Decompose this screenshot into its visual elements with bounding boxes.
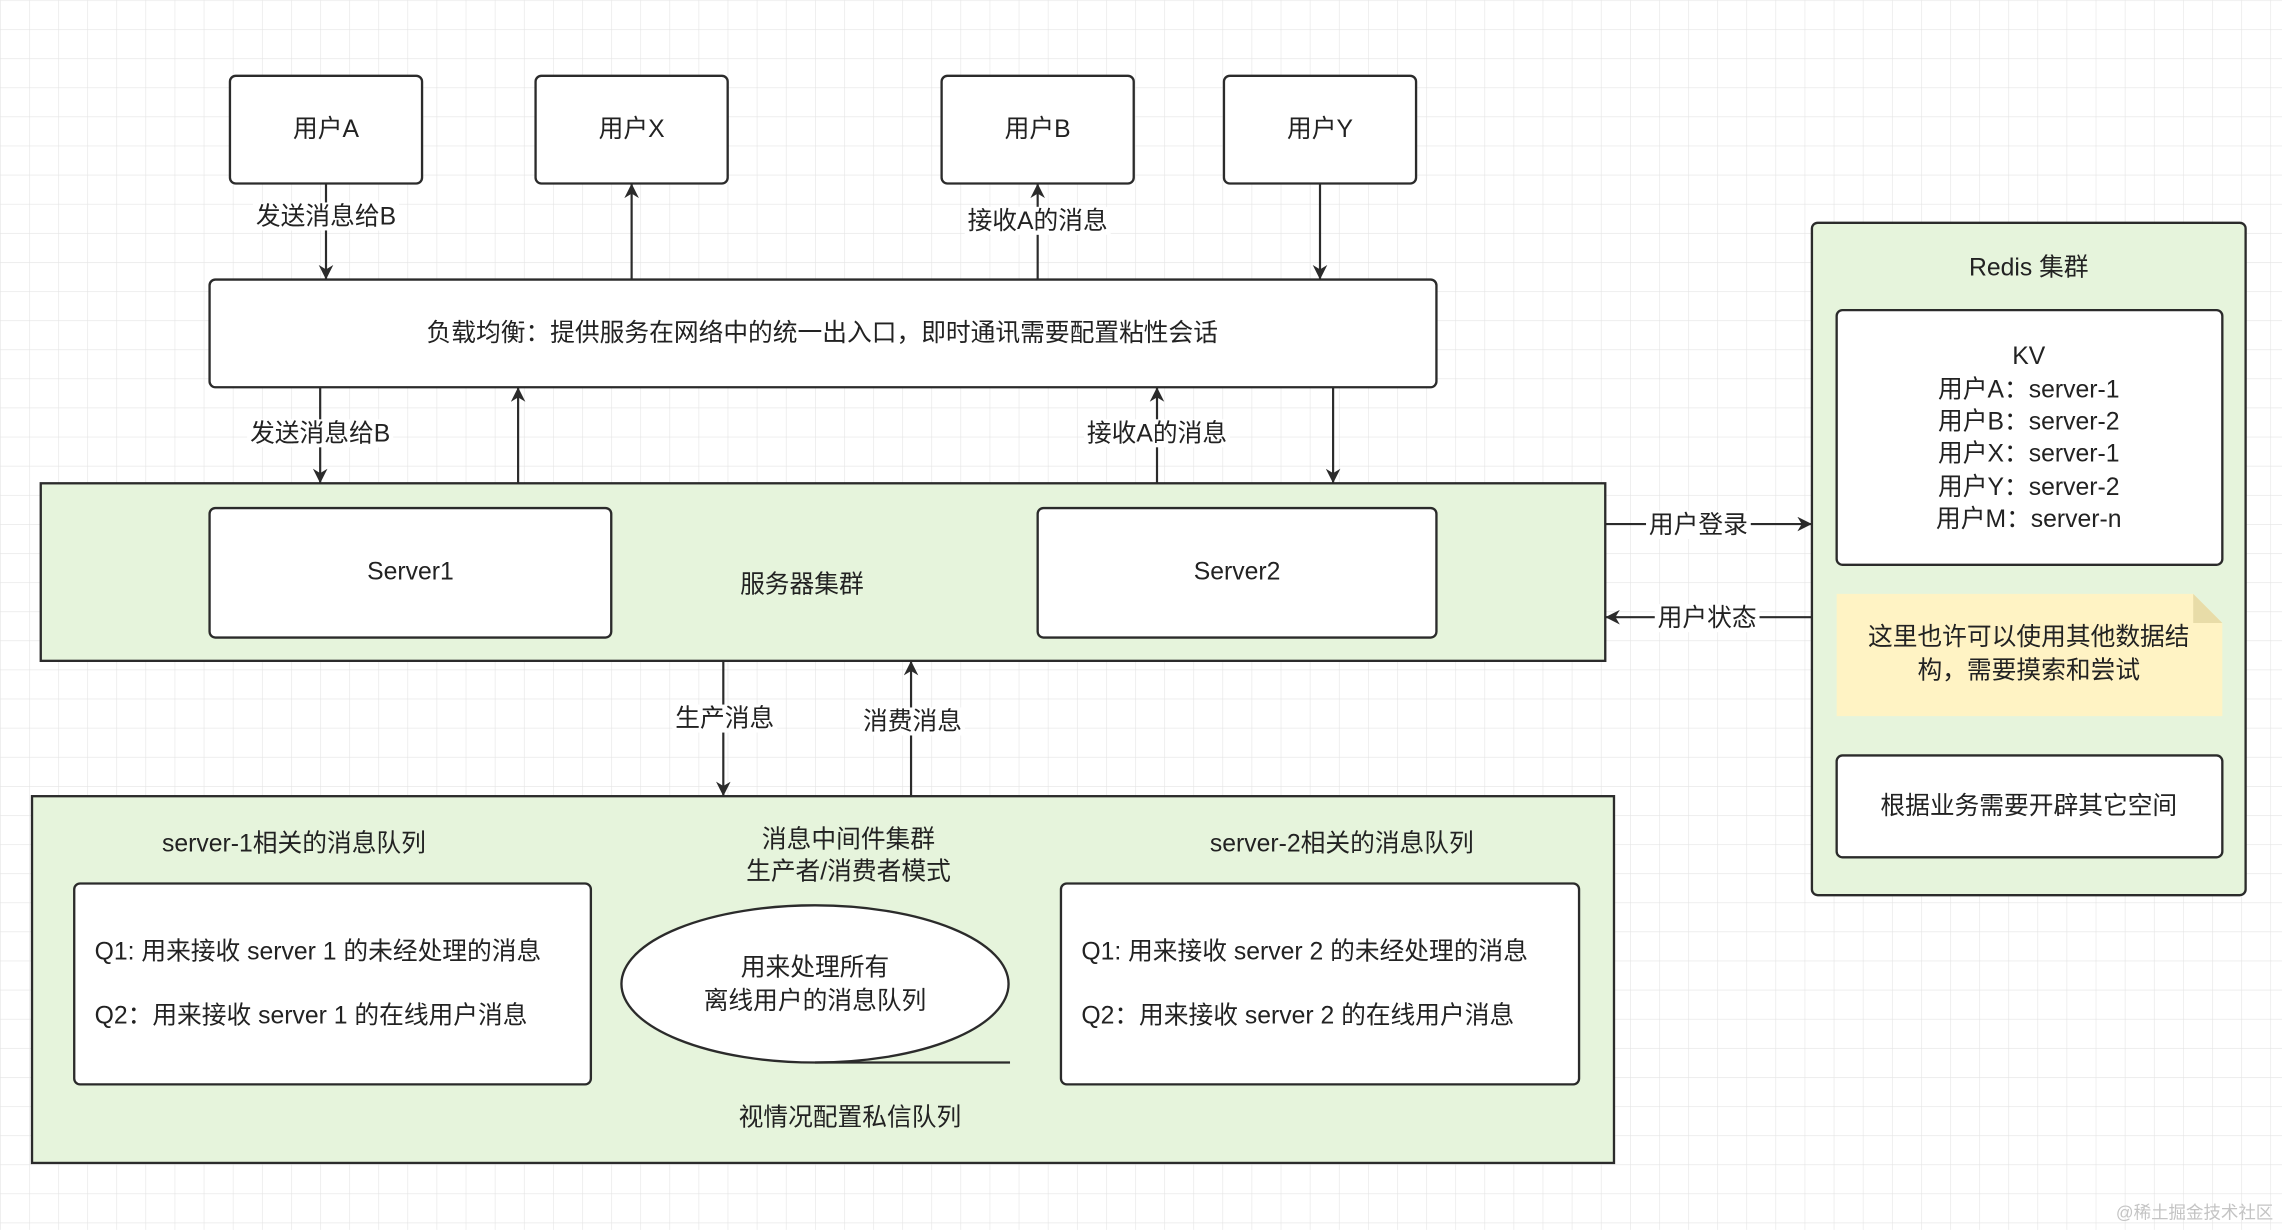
edge-label-login: 用户登录 bbox=[1649, 511, 1748, 539]
offline-queue-node: 用来处理所有 离线用户的消息队列 bbox=[620, 904, 1011, 1064]
edge-label-background bbox=[1646, 510, 1751, 539]
user-b-label: 用户B bbox=[1005, 115, 1071, 143]
server2-box bbox=[1036, 506, 1438, 639]
user-y-node: 用户Y bbox=[1222, 74, 1418, 185]
user-x-label: 用户X bbox=[599, 115, 665, 143]
edge-user-a-to-lb: 发送消息给B bbox=[253, 183, 399, 280]
user-a-label: 用户A bbox=[293, 115, 359, 143]
sticky-note-fold bbox=[2193, 593, 2223, 624]
edge-label-send: 发送消息给B bbox=[256, 202, 396, 230]
edge-user-login: 用户登录 bbox=[1605, 510, 1812, 539]
redis-kv-node: KV 用户A：server-1 用户B：server-2 用户X：server-… bbox=[1835, 308, 2224, 566]
edge-lb-to-server-send: 发送消息给B bbox=[247, 387, 394, 484]
edge-label-background bbox=[247, 419, 394, 448]
user-x-node: 用户X bbox=[534, 74, 729, 185]
edge-lb-to-user-b: 接收A的消息 bbox=[964, 183, 1111, 280]
server2-queues-box bbox=[1059, 882, 1581, 1086]
sticky-note-text: 构，需要摸索和尝试 bbox=[1917, 657, 2140, 685]
redis-kv-box bbox=[1835, 308, 2224, 566]
watermark: @稀土掘金技术社区 bbox=[2116, 1202, 2273, 1222]
redis-kv-entry: 用户M：server-n bbox=[1936, 505, 2122, 533]
edge-label-background bbox=[253, 202, 399, 231]
redis-kv-entry: 用户A：server-1 bbox=[1938, 376, 2119, 404]
mq-cluster-subtitle: 生产者/消费者模式 bbox=[746, 857, 951, 885]
server2-label: Server2 bbox=[1194, 559, 1281, 586]
server2-queues-title: server-2相关的消息队列 bbox=[1210, 830, 1474, 858]
server1-queue-q2: Q2：用来接收 server 1 的在线用户消息 bbox=[95, 1001, 528, 1029]
private-queue-note: 视情况配置私信队列 bbox=[739, 1103, 962, 1131]
server1-label: Server1 bbox=[367, 559, 454, 586]
redis-kv-entry: 用户B：server-2 bbox=[1938, 408, 2119, 436]
offline-queue-text: 用来处理所有 bbox=[741, 953, 889, 981]
redis-extra-space-box bbox=[1835, 754, 2224, 859]
redis-kv-header: KV bbox=[2012, 343, 2045, 370]
offline-queue-text: 离线用户的消息队列 bbox=[704, 987, 927, 1015]
edge-label-send: 发送消息给B bbox=[250, 419, 390, 447]
load-balancer-node: 负载均衡：提供服务在网络中的统一出入口，即时通讯需要配置粘性会话 bbox=[208, 278, 1438, 389]
edge-label-background bbox=[1654, 604, 1760, 633]
edge-label-consume: 消费消息 bbox=[863, 707, 962, 735]
sticky-note-body bbox=[1836, 593, 2223, 717]
offline-queue-shape bbox=[620, 904, 1010, 1064]
server-cluster-label: 服务器集群 bbox=[740, 571, 864, 599]
edge-server-to-lb-receive: 接收A的消息 bbox=[1084, 387, 1231, 484]
user-b-node: 用户B bbox=[940, 74, 1135, 185]
redis-extra-space-node: 根据业务需要开辟其它空间 bbox=[1835, 754, 2224, 859]
server1-queues-title: server-1相关的消息队列 bbox=[162, 830, 426, 858]
user-a-node: 用户A bbox=[228, 74, 424, 185]
edge-label-background bbox=[1084, 419, 1231, 448]
user-y-label: 用户Y bbox=[1287, 115, 1353, 143]
edge-produce: 生产消息 bbox=[672, 660, 778, 797]
edge-label-background bbox=[964, 206, 1111, 235]
server1-queue-q1: Q1: 用来接收 server 1 的未经处理的消息 bbox=[95, 937, 542, 965]
server2-node: Server2 bbox=[1036, 506, 1438, 639]
server1-node: Server1 bbox=[208, 506, 613, 639]
edge-consume: 消费消息 bbox=[860, 660, 965, 797]
sticky-note-text: 这里也许可以使用其他数据结 bbox=[1868, 623, 2190, 651]
edge-label-status: 用户状态 bbox=[1658, 604, 1757, 632]
server1-box bbox=[208, 506, 613, 639]
redis-cluster-title: Redis 集群 bbox=[1969, 253, 2089, 281]
edge-label-background bbox=[672, 704, 778, 733]
edge-label-background bbox=[860, 707, 965, 736]
server2-queue-q2: Q2：用来接收 server 2 的在线用户消息 bbox=[1081, 1001, 1514, 1029]
redis-kv-entry: 用户X：server-1 bbox=[1938, 440, 2119, 468]
server1-queues-node: Q1: 用来接收 server 1 的未经处理的消息 Q2：用来接收 serve… bbox=[73, 882, 593, 1086]
diagram: 用户A 用户X 用户B 用户Y 负载均衡：提供服务在网络中的统一出入口，即时通讯… bbox=[30, 74, 2247, 1165]
edge-label-receive: 接收A的消息 bbox=[1087, 419, 1227, 447]
mq-cluster-title: 消息中间件集群 bbox=[762, 825, 935, 853]
load-balancer-label: 负载均衡：提供服务在网络中的统一出入口，即时通讯需要配置粘性会话 bbox=[427, 319, 1219, 347]
redis-sticky-note: 这里也许可以使用其他数据结 构，需要摸索和尝试 bbox=[1836, 593, 2223, 717]
server1-queues-box bbox=[73, 882, 593, 1086]
load-balancer-box bbox=[208, 278, 1438, 389]
server2-queue-q1: Q1: 用来接收 server 2 的未经处理的消息 bbox=[1081, 937, 1528, 965]
edge-label-receive: 接收A的消息 bbox=[968, 207, 1108, 235]
edge-label-produce: 生产消息 bbox=[675, 705, 774, 733]
edge-user-status: 用户状态 bbox=[1605, 604, 1812, 633]
redis-kv-entry: 用户Y：server-2 bbox=[1938, 473, 2119, 501]
redis-extra-space-label: 根据业务需要开辟其它空间 bbox=[1880, 792, 2177, 820]
server2-queues-node: Q1: 用来接收 server 2 的未经处理的消息 Q2：用来接收 serve… bbox=[1059, 882, 1581, 1086]
